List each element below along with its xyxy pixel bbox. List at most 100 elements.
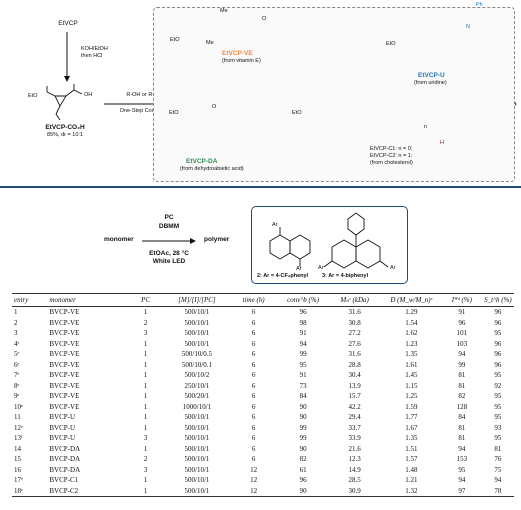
table-cell: 91	[458, 308, 466, 317]
table-cell: 15.7	[348, 392, 361, 401]
table-cell: 12.3	[348, 455, 361, 464]
table-cell: 11	[14, 413, 21, 422]
table-cell: 1	[143, 402, 148, 411]
da-o-label: O	[212, 104, 217, 110]
chol-eto-label: EtO	[292, 110, 302, 116]
table-cell: 10ᵉ	[14, 402, 23, 411]
table-cell: 96	[494, 308, 502, 317]
ve-eto-label: EtO	[170, 37, 180, 43]
table-header-cell: Đ (M_w/M_n)ᶜ	[381, 293, 442, 307]
table-cell: 1.67	[405, 423, 418, 432]
table-cell: 95	[494, 434, 502, 443]
table-cell: 81	[458, 371, 466, 380]
table-cell: 96	[494, 318, 502, 327]
table-cell: 500/10/0.1	[181, 360, 213, 369]
pc3-ar-label-right: Ar	[390, 265, 396, 271]
table-cell: 6	[251, 434, 256, 443]
table-cell: 1.59	[405, 402, 418, 411]
table-cell: 1	[143, 339, 148, 348]
table-cell: 99	[299, 350, 307, 359]
table-cell: BVCP-VE	[49, 371, 80, 380]
table-cell: 12	[250, 476, 258, 485]
table-cell: 153	[456, 455, 468, 464]
da-eto-label: EtO	[169, 110, 179, 116]
table-cell: 90	[299, 413, 307, 422]
table-cell: BVCP-U	[49, 423, 76, 432]
table-cell: 6	[251, 350, 256, 359]
table-cell: 6	[251, 423, 256, 432]
table-cell: 94	[458, 444, 466, 453]
table-cell: 12	[229, 485, 279, 497]
product-ve-source: (from vitamin E)	[222, 58, 261, 64]
table-cell: 27.2	[348, 329, 361, 338]
table-cell: 95	[494, 371, 502, 380]
table-cell: BVCP-C2	[47, 485, 127, 497]
table-cell: 9ᵉ	[14, 392, 20, 401]
table-cell: 81	[458, 381, 466, 390]
table-cell: 14.9	[348, 465, 361, 474]
table-cell: 6ᵉ	[14, 360, 20, 369]
table-cell: 1.51	[405, 444, 418, 453]
reaction-conditions-1: EtOAc, 28 °C	[149, 250, 189, 257]
table-cell: 128	[456, 402, 468, 411]
table-cell: 90	[299, 444, 307, 453]
section-divider	[0, 186, 521, 188]
table-cell: 98	[299, 318, 307, 327]
table-header-cell: PC	[126, 293, 165, 307]
table-cell: 31.6	[348, 308, 361, 317]
table-cell: 94	[458, 350, 466, 359]
table-cell: 82	[299, 455, 307, 464]
table-cell: 1.21	[405, 476, 418, 485]
table-cell: 1.32	[381, 485, 442, 497]
table-cell: 6	[251, 381, 256, 390]
table-cell: 21.6	[348, 444, 361, 453]
table-cell: 99	[299, 434, 307, 443]
table-cell: 17ᵉ	[14, 476, 23, 485]
table-cell: 33.7	[348, 423, 361, 432]
table-cell: 1	[143, 371, 148, 380]
table-cell: 500/10/1	[184, 455, 210, 464]
table-cell: 1.35	[405, 350, 418, 359]
table-cell: 500/10/2	[184, 371, 210, 380]
table-cell: 95	[494, 413, 502, 422]
pc2-label: 2: Ar = 4-CF₃phenyl	[257, 273, 309, 279]
table-cell: 75	[494, 465, 502, 474]
table-cell: 1	[126, 485, 165, 497]
table-cell: 7ᵉ	[14, 371, 20, 380]
table-cell: 500/10/1	[184, 465, 210, 474]
table-cell: BVCP-VE	[49, 392, 80, 401]
table-cell: 42.2	[348, 402, 361, 411]
ve-me-label-1: Me	[220, 8, 228, 14]
table-cell: 91	[299, 329, 307, 338]
table-cell: 1.54	[405, 318, 418, 327]
table-cell: 27.6	[348, 339, 361, 348]
table-cell: 31.6	[348, 350, 361, 359]
table-cell: 94	[458, 476, 466, 485]
table-cell: 6	[251, 413, 256, 422]
reaction-arrow	[142, 238, 196, 244]
table-cell: 30.8	[348, 318, 361, 327]
pc3-label: 3: Ar = 4-biphenyl	[322, 273, 369, 279]
table-cell: 96	[299, 308, 307, 317]
acid-oh-label: OH	[84, 92, 93, 98]
table-cell: 1	[143, 350, 148, 359]
table-cell: 1.77	[405, 413, 418, 422]
table-cell: 6	[251, 402, 256, 411]
table-cell: 6	[251, 329, 256, 338]
table-cell: 1	[143, 423, 148, 432]
table-cell: 96	[494, 339, 502, 348]
table-cell: 33.9	[348, 434, 361, 443]
chol-n-label: n	[424, 124, 428, 130]
table-cell: 13.9	[348, 381, 361, 390]
table-cell: 84	[299, 392, 307, 401]
products-panel	[153, 7, 515, 182]
table-cell: 1.48	[405, 465, 418, 474]
table-cell: BVCP-U	[49, 434, 76, 443]
